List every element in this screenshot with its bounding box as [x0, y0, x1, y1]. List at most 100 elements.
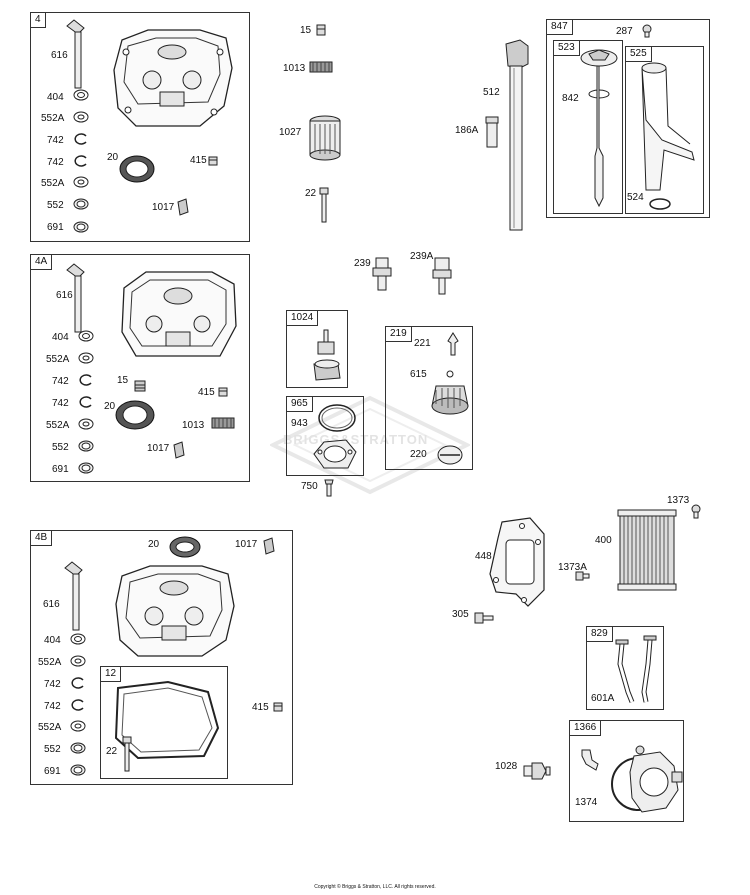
- label-691-a: 691: [47, 222, 64, 233]
- washer-552A-a1[interactable]: [73, 111, 89, 123]
- dipstick-tube-512[interactable]: [498, 38, 538, 238]
- label-1013-b: 1013: [182, 420, 205, 431]
- label-1374: 1374: [575, 797, 598, 808]
- label-552A-a1: 552A: [41, 113, 65, 124]
- crankcase-cover-4B[interactable]: [110, 560, 238, 660]
- pin-221[interactable]: [445, 331, 461, 357]
- bolt-22-c[interactable]: [120, 735, 134, 773]
- bearing-691-b[interactable]: [78, 462, 94, 474]
- retaining-ring-742-b1[interactable]: [78, 374, 94, 386]
- copyright-notice: Copyright © Briggs & Stratton, LLC. All …: [314, 884, 436, 890]
- screw-1373A[interactable]: [574, 568, 590, 584]
- group-label-1366: 1366: [570, 721, 602, 736]
- group-box-12: 12: [100, 666, 228, 779]
- retaining-ring-742-a2[interactable]: [73, 155, 89, 167]
- oil-cooler-400[interactable]: [616, 509, 678, 594]
- oil-pump-gear-615[interactable]: [428, 366, 472, 422]
- label-742-a1: 742: [47, 135, 64, 146]
- label-552-c: 552: [44, 744, 61, 755]
- group-label-523: 523: [554, 41, 580, 56]
- oil-seal-20-b[interactable]: [114, 398, 156, 432]
- washer-552A-c2[interactable]: [70, 720, 86, 732]
- label-842: 842: [562, 93, 579, 104]
- bolt-22-a[interactable]: [317, 186, 331, 224]
- label-552A-a2: 552A: [41, 178, 65, 189]
- oil-pump-cover-220[interactable]: [436, 444, 464, 466]
- washer-552A-b1[interactable]: [78, 352, 94, 364]
- group-label-12: 12: [101, 667, 122, 682]
- group-box-1366: 1366: [569, 720, 684, 822]
- brand-watermark-emblem: [270, 395, 470, 495]
- screw-1373[interactable]: [689, 503, 703, 519]
- washer-552A-b2[interactable]: [78, 418, 94, 430]
- label-750: 750: [301, 481, 318, 492]
- label-691-b: 691: [52, 464, 69, 475]
- plug-415-b[interactable]: [217, 386, 229, 398]
- elbow-fitting-1366[interactable]: [578, 746, 600, 772]
- gasket-plate-965[interactable]: [310, 436, 360, 472]
- plug-15-a[interactable]: [315, 23, 327, 37]
- gasket-1017-c[interactable]: [262, 537, 276, 555]
- dipstick-842[interactable]: [577, 48, 621, 210]
- bearing-691-c[interactable]: [70, 764, 86, 776]
- o-ring-524[interactable]: [648, 197, 672, 211]
- seal-186A[interactable]: [483, 115, 501, 149]
- plug-415-a[interactable]: [207, 155, 219, 167]
- plug-415-c[interactable]: [272, 701, 284, 713]
- seal-404-c[interactable]: [70, 633, 86, 645]
- group-box-525: 525: [625, 46, 704, 214]
- label-20-b: 20: [104, 401, 116, 412]
- washer-552A-a2[interactable]: [73, 176, 89, 188]
- group-label-965: 965: [287, 397, 313, 412]
- dipstick-tube-616-c[interactable]: [62, 560, 86, 632]
- oil-hose-601A[interactable]: [614, 634, 662, 706]
- gasket-1017-a[interactable]: [176, 198, 190, 216]
- washer-552A-c1[interactable]: [70, 655, 86, 667]
- gasket-1017-b[interactable]: [172, 441, 186, 459]
- label-305: 305: [452, 609, 469, 620]
- filter-1013-b[interactable]: [211, 416, 235, 430]
- seal-404-b[interactable]: [78, 330, 94, 342]
- label-400: 400: [595, 535, 612, 546]
- label-415-a: 415: [190, 155, 207, 166]
- label-22-a: 22: [305, 188, 317, 199]
- crankcase-cover-4A[interactable]: [116, 266, 240, 362]
- bracket-448[interactable]: [486, 516, 552, 608]
- filter-1013-a[interactable]: [309, 60, 333, 74]
- dipstick-tube-616-a[interactable]: [64, 18, 88, 90]
- label-415-c: 415: [252, 702, 269, 713]
- seal-404-a[interactable]: [73, 89, 89, 101]
- label-742-b2: 742: [52, 398, 69, 409]
- bearing-552-b[interactable]: [78, 440, 94, 452]
- fitting-1028[interactable]: [522, 756, 552, 786]
- brand-watermark: BRIGGS&STRATTON: [283, 432, 429, 447]
- oil-seal-20-c[interactable]: [168, 535, 202, 559]
- screw-305[interactable]: [473, 610, 495, 626]
- label-15-a: 15: [300, 25, 312, 36]
- dipstick-tube-616-b[interactable]: [64, 262, 88, 334]
- oil-filter-adapter-1374[interactable]: [604, 742, 684, 816]
- retaining-ring-742-c2[interactable]: [70, 699, 86, 711]
- bearing-552-a[interactable]: [73, 198, 89, 210]
- oil-pressure-switch-239A[interactable]: [429, 256, 455, 298]
- bearing-691-a[interactable]: [73, 221, 89, 233]
- bearing-552-c[interactable]: [70, 742, 86, 754]
- group-label-1024: 1024: [287, 311, 319, 326]
- label-742-a2: 742: [47, 157, 64, 168]
- oil-seal-20-a[interactable]: [118, 153, 156, 185]
- label-239A: 239A: [410, 251, 434, 262]
- retaining-ring-742-b2[interactable]: [78, 396, 94, 408]
- oil-pressure-switch-239[interactable]: [369, 256, 395, 296]
- label-552-b: 552: [52, 442, 69, 453]
- o-ring-943[interactable]: [316, 402, 358, 434]
- retaining-ring-742-c1[interactable]: [70, 677, 86, 689]
- oil-filter-adapter-1024[interactable]: [310, 328, 346, 384]
- fill-tube-525[interactable]: [632, 60, 700, 196]
- screw-750[interactable]: [323, 478, 335, 498]
- plug-15-b[interactable]: [132, 378, 148, 394]
- crankcase-cover-4[interactable]: [108, 22, 236, 132]
- group-box-965: 965: [286, 396, 364, 476]
- oil-filter-1027[interactable]: [307, 114, 343, 162]
- retaining-ring-742-a1[interactable]: [73, 133, 89, 145]
- screw-287[interactable]: [640, 24, 654, 38]
